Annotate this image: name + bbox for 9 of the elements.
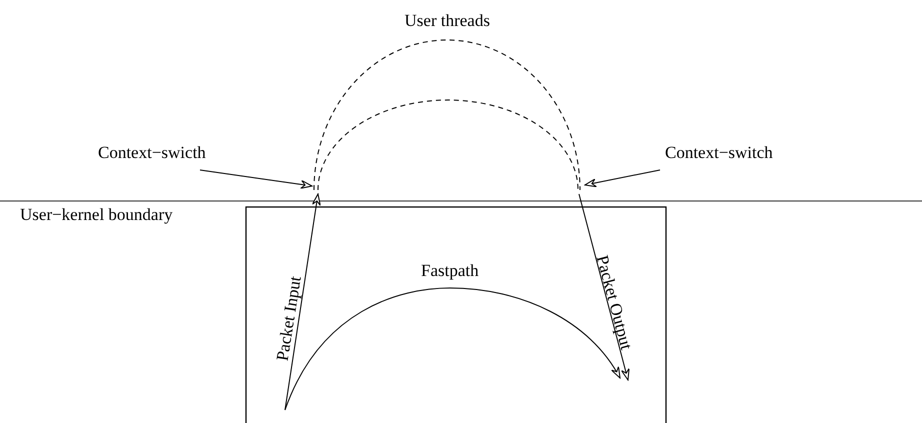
- text-label: User−kernel boundary: [20, 206, 173, 223]
- callout-label: Context−switch: [665, 144, 773, 161]
- leader-line: [584, 170, 660, 188]
- leader-line: [200, 170, 312, 189]
- text-label: Packet Output: [593, 253, 635, 351]
- text-label: Fastpath: [421, 262, 479, 278]
- text-label: User threads: [404, 12, 490, 28]
- callout-label: Context−swicth: [98, 144, 206, 161]
- text-label: Packet Input: [273, 274, 304, 362]
